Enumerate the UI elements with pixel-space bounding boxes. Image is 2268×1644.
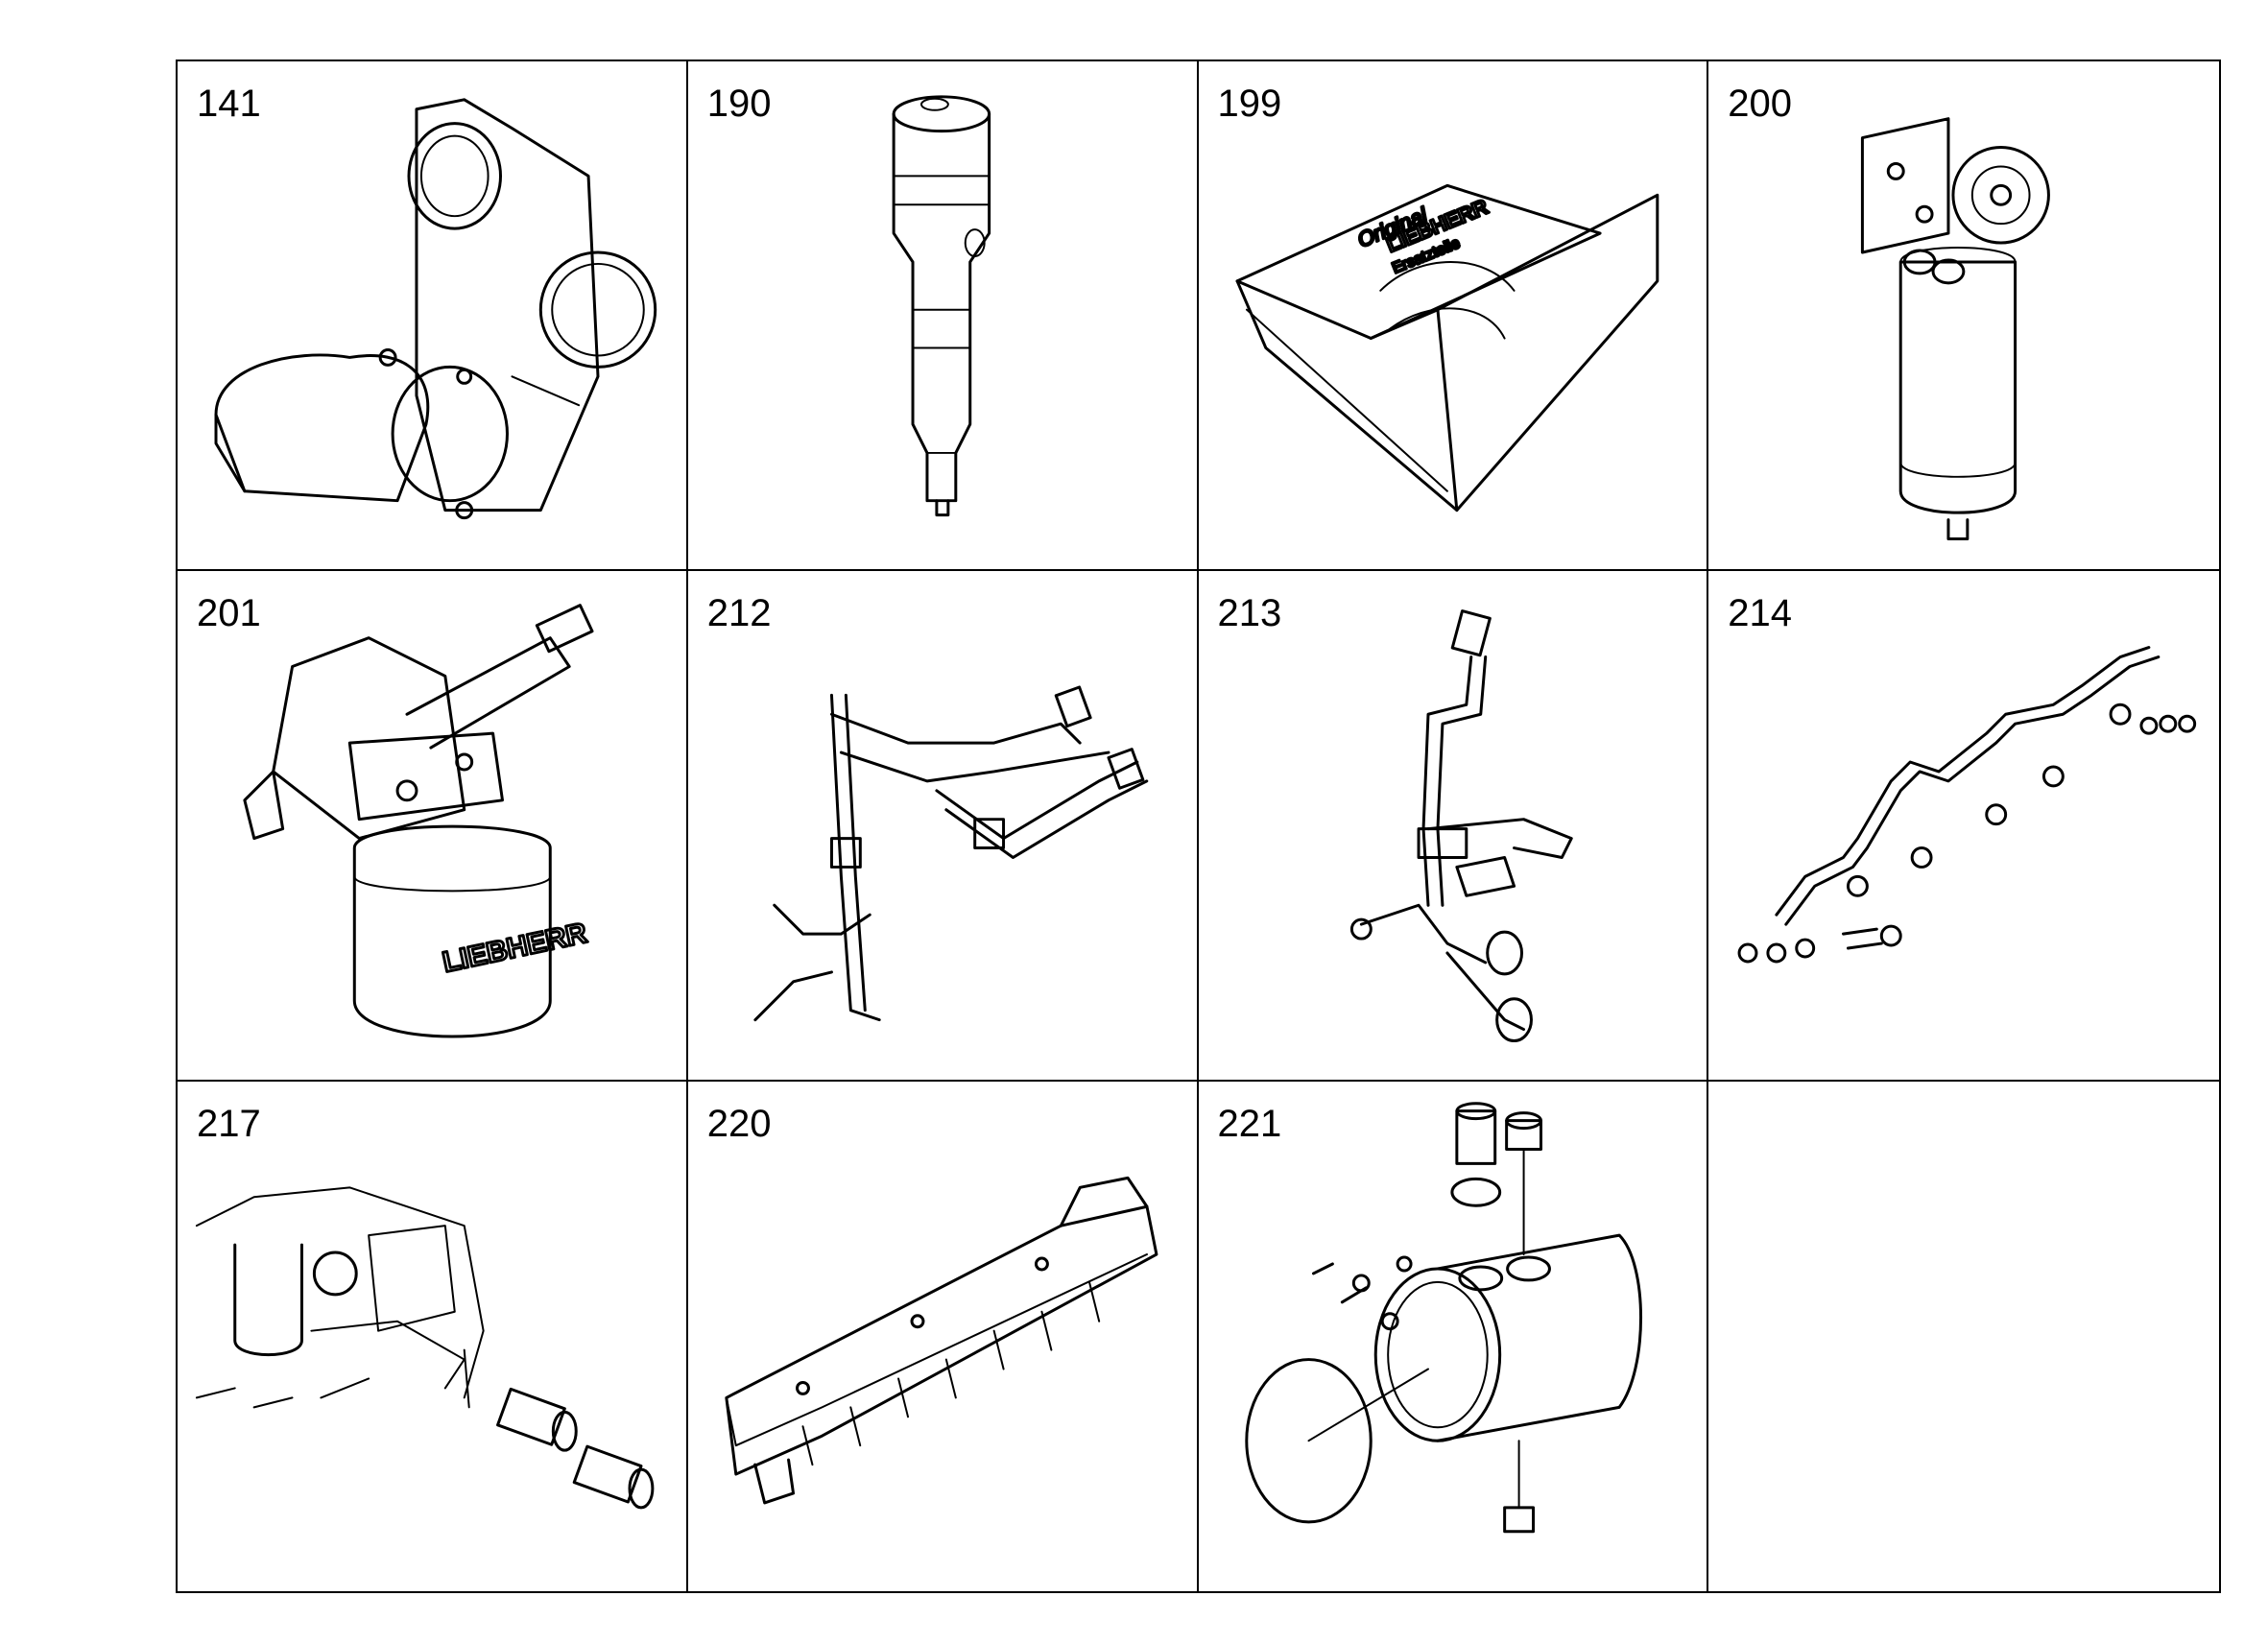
- injection-lines-icon: [1737, 646, 2197, 964]
- part-number: 201: [197, 592, 261, 635]
- injector-icon: [892, 95, 991, 517]
- part-cell-212[interactable]: 212: [687, 571, 1199, 1082]
- part-number: 199: [1217, 83, 1282, 125]
- part-number: 212: [706, 592, 772, 635]
- part-cell-220[interactable]: 220: [688, 1081, 1199, 1591]
- part-number: 190: [706, 83, 772, 125]
- part-number: 221: [1217, 1102, 1282, 1145]
- part-cell-217[interactable]: 217: [178, 1081, 688, 1591]
- part-number: 214: [1728, 592, 1792, 635]
- fuel-lines-icon: [753, 685, 1149, 1022]
- gear-housing-icon: [214, 98, 657, 520]
- filter-head-icon: LIEBHERR: [243, 604, 594, 1038]
- fuel-pipe-bracket-icon: [1349, 609, 1573, 1043]
- parts-grid: 141 190 199: [176, 60, 2221, 1593]
- packaging-box-icon: Original LIEBHERR Ersatzteile: [1235, 183, 1659, 512]
- fuel-filter-icon: [1861, 117, 2051, 540]
- part-cell-199[interactable]: 199 Original LIEBHERR Ersatzteile: [1198, 61, 1709, 572]
- pipe-housing-icon: [1244, 1101, 1642, 1533]
- part-number: 200: [1728, 83, 1792, 125]
- part-cell-200[interactable]: 200: [1708, 61, 2219, 572]
- part-number: 220: [706, 1102, 772, 1145]
- empty-cell: [1708, 1082, 2219, 1591]
- part-number: 141: [197, 83, 261, 125]
- part-number: 213: [1217, 592, 1282, 635]
- part-cell-221[interactable]: 221: [1199, 1081, 1709, 1591]
- engine-connector-icon: [195, 1185, 655, 1510]
- part-cell-213[interactable]: 213: [1198, 571, 1709, 1082]
- part-number: 217: [197, 1102, 261, 1145]
- part-cell-190[interactable]: 190: [687, 61, 1199, 572]
- manifold-icon: [725, 1176, 1158, 1505]
- part-cell-141[interactable]: 141: [178, 61, 688, 572]
- part-cell-201[interactable]: 201 LIEBHERR: [178, 571, 688, 1082]
- filter-brand-label: LIEBHERR: [440, 917, 589, 979]
- part-cell-214[interactable]: 214: [1708, 571, 2219, 1082]
